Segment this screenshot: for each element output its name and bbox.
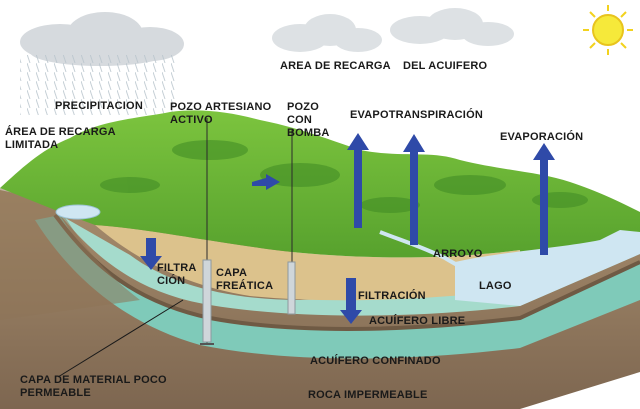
runoff-arrow [252, 174, 280, 190]
green-hills [0, 110, 640, 290]
cloud-center [272, 14, 382, 52]
pump-well [287, 130, 296, 315]
stream [379, 230, 471, 272]
label-precipitacion: PRECIPITACION [55, 100, 143, 112]
label-capa-freatica: CAPA FREÁTICA [216, 267, 274, 292]
flow-arrows [140, 133, 555, 324]
filtration-arrow-right [340, 278, 362, 324]
label-arroyo: ARROYO [433, 248, 483, 260]
rain [20, 55, 180, 115]
label-filtracion-right: FILTRACIÓN [358, 290, 426, 302]
evapotranspiration-arrow-2 [403, 134, 425, 245]
left-rock-face [0, 188, 140, 320]
cloud-right [390, 8, 514, 46]
sun-icon [583, 5, 633, 55]
evaporation-arrow [533, 143, 555, 255]
label-capa-material: CAPA DE MATERIAL POCO PERMEABLE [20, 374, 167, 399]
layer-leader-line [57, 299, 184, 378]
artesian-well [200, 118, 214, 345]
label-evaporacion: EVAPORACIÓN [500, 131, 584, 143]
label-filtracion-left: FILTRA CIÓN [157, 262, 197, 287]
label-acuifero-confinado: ACUÍFERO CONFINADO [310, 355, 441, 367]
recharge-pond [55, 204, 101, 220]
evapotranspiration-arrow-1 [347, 133, 369, 228]
filtration-arrow-left [140, 238, 162, 270]
label-acuifero-libre: ACUÍFERO LIBRE [369, 315, 466, 327]
label-pozo-bomba: POZO CON BOMBA [287, 101, 330, 139]
label-del-acuifero: DEL ACUIFERO [403, 60, 488, 72]
label-lago: LAGO [479, 280, 512, 292]
label-area-recarga-limitada: ÁREA DE RECARGA LIMITADA [5, 126, 116, 151]
soil-layer [95, 225, 520, 301]
lake [455, 230, 640, 306]
label-pozo-artesiano: POZO ARTESIANO ACTIVO [170, 101, 272, 126]
label-roca-impermeable: ROCA IMPERMEABLE [308, 389, 428, 401]
label-evapotranspiracion: EVAPOTRANSPIRACIÓN [350, 109, 483, 121]
label-area-recarga: AREA DE RECARGA [280, 60, 391, 72]
